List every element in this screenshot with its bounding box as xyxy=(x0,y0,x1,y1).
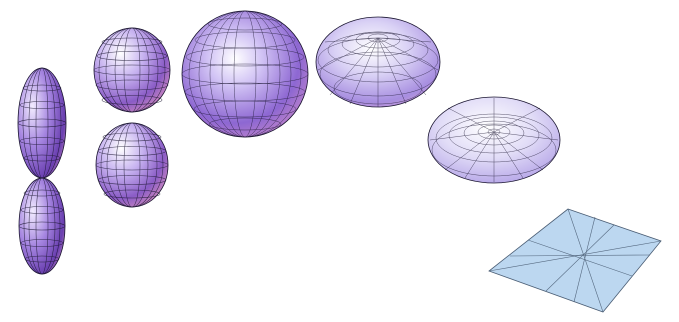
flat-square-plane xyxy=(489,209,661,312)
tall-lobes-shape xyxy=(18,68,66,274)
sphere-shape xyxy=(182,11,308,137)
oblate-spheroid-shape xyxy=(316,17,440,107)
torus-like-disk-shape xyxy=(428,97,560,183)
peanut-lobes-shape xyxy=(94,28,170,207)
